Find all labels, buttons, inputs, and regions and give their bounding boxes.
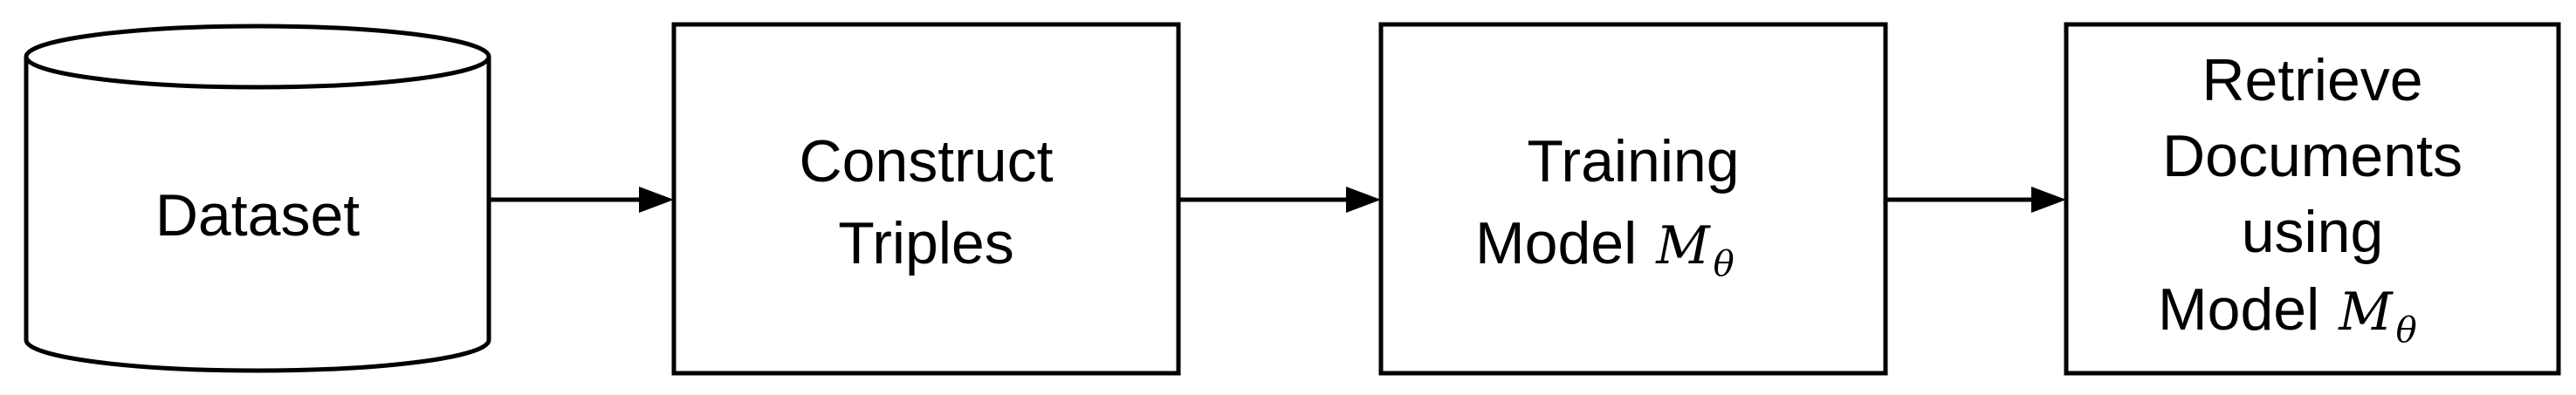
dataset-node: Dataset [24,24,491,373]
training-model-box [1378,22,1888,376]
dataset-cylinder-body [24,57,491,373]
training-model-node: Training Model M θ [1378,22,1888,376]
training-model-line-2: Model M θ [1475,210,1735,284]
arrow-dataset-to-construct [491,187,674,213]
retrieve-documents-line-4: Model M θ [2158,276,2417,351]
retrieve-model-word: Model [2158,276,2319,343]
dataset-label: Dataset [155,182,360,249]
training-model-math-base: M [1655,215,1711,276]
arrow-construct-to-training [1180,187,1381,213]
construct-triples-line-1: Construct [800,128,1054,194]
construct-triples-line-2: Triples [838,210,1014,276]
construct-triples-box [671,22,1181,376]
construct-triples-node: Construct Triples [671,22,1181,376]
retrieve-documents-box [2064,22,2561,376]
retrieve-model-math-sub: θ [2396,310,2417,351]
training-model-math-sub: θ [1714,244,1735,284]
retrieve-documents-line-3: using [2242,199,2384,265]
arrow-training-to-retrieve [1887,187,2066,213]
retrieve-documents-node: Retrieve Documents using Model M θ [2064,22,2561,376]
retrieve-documents-line-1: Retrieve [2202,47,2422,113]
dataset-cylinder-top [24,24,491,90]
retrieve-model-math-base: M [2338,282,2394,343]
training-model-word: Model [1475,210,1637,276]
training-model-line-1: Training [1527,128,1739,194]
retrieve-documents-line-2: Documents [2162,123,2463,189]
